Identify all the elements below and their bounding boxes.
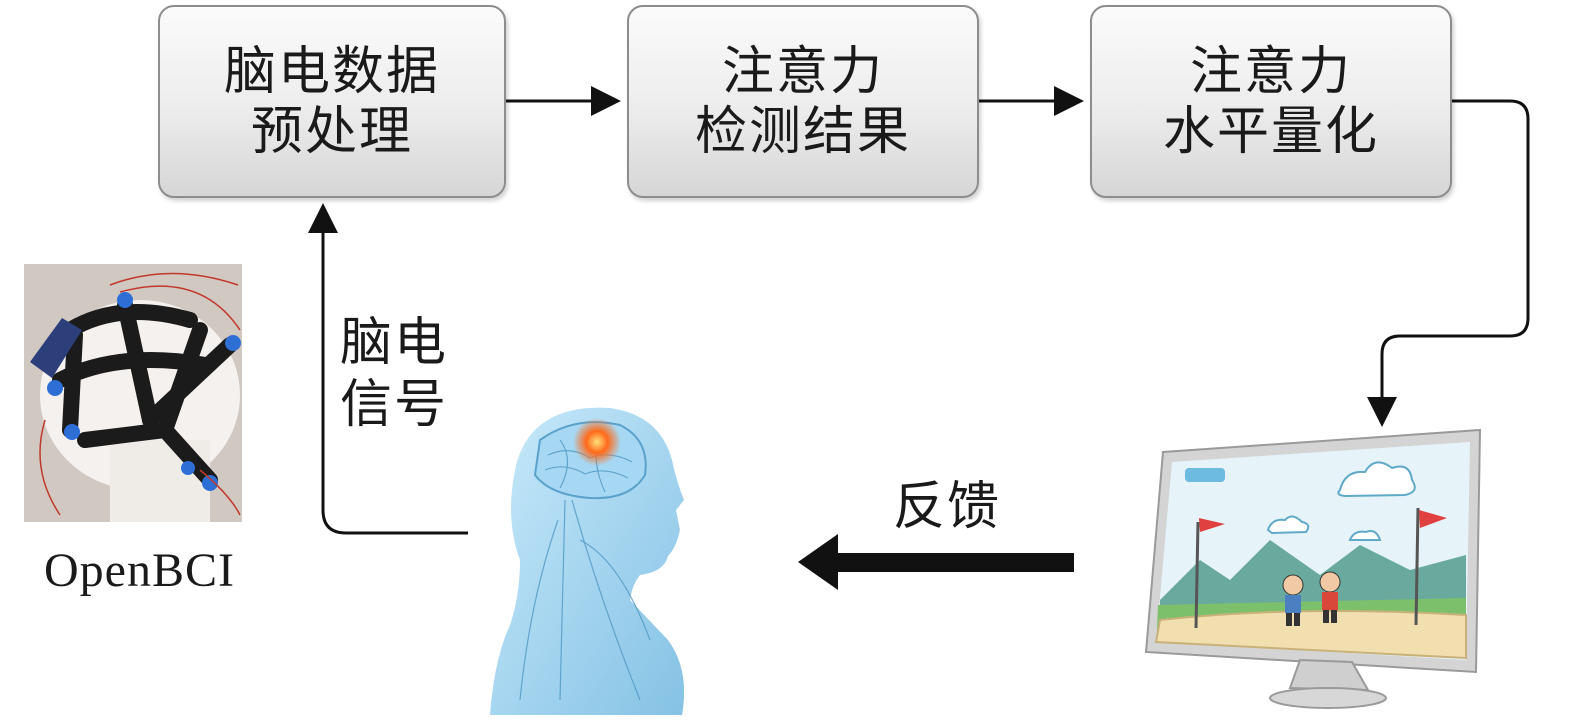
detection-result-box: 注意力 检测结果 bbox=[627, 5, 979, 198]
eeg-signal-line2: 信号 bbox=[340, 375, 449, 435]
arrow-head-to-box1 bbox=[308, 203, 468, 535]
openbci-label: OpenBCI bbox=[44, 544, 235, 597]
quantification-line2: 水平量化 bbox=[1162, 101, 1379, 162]
quantification-line1: 注意力 bbox=[1189, 41, 1352, 102]
detection-line1: 注意力 bbox=[721, 41, 884, 102]
quantification-box: 注意力 水平量化 bbox=[1090, 5, 1452, 198]
detection-line2: 检测结果 bbox=[694, 101, 911, 162]
preprocessing-line2: 预处理 bbox=[250, 101, 413, 162]
feedback-arrow bbox=[798, 534, 1074, 590]
preprocessing-line1: 脑电数据 bbox=[223, 41, 440, 102]
preprocessing-box: 脑电数据 预处理 bbox=[158, 5, 506, 198]
eeg-signal-label: 脑电 信号 bbox=[340, 312, 448, 436]
eeg-signal-line1: 脑电 bbox=[340, 313, 449, 373]
arrow-box3-to-monitor bbox=[1367, 99, 1530, 427]
feedback-label: 反馈 bbox=[893, 477, 1002, 537]
